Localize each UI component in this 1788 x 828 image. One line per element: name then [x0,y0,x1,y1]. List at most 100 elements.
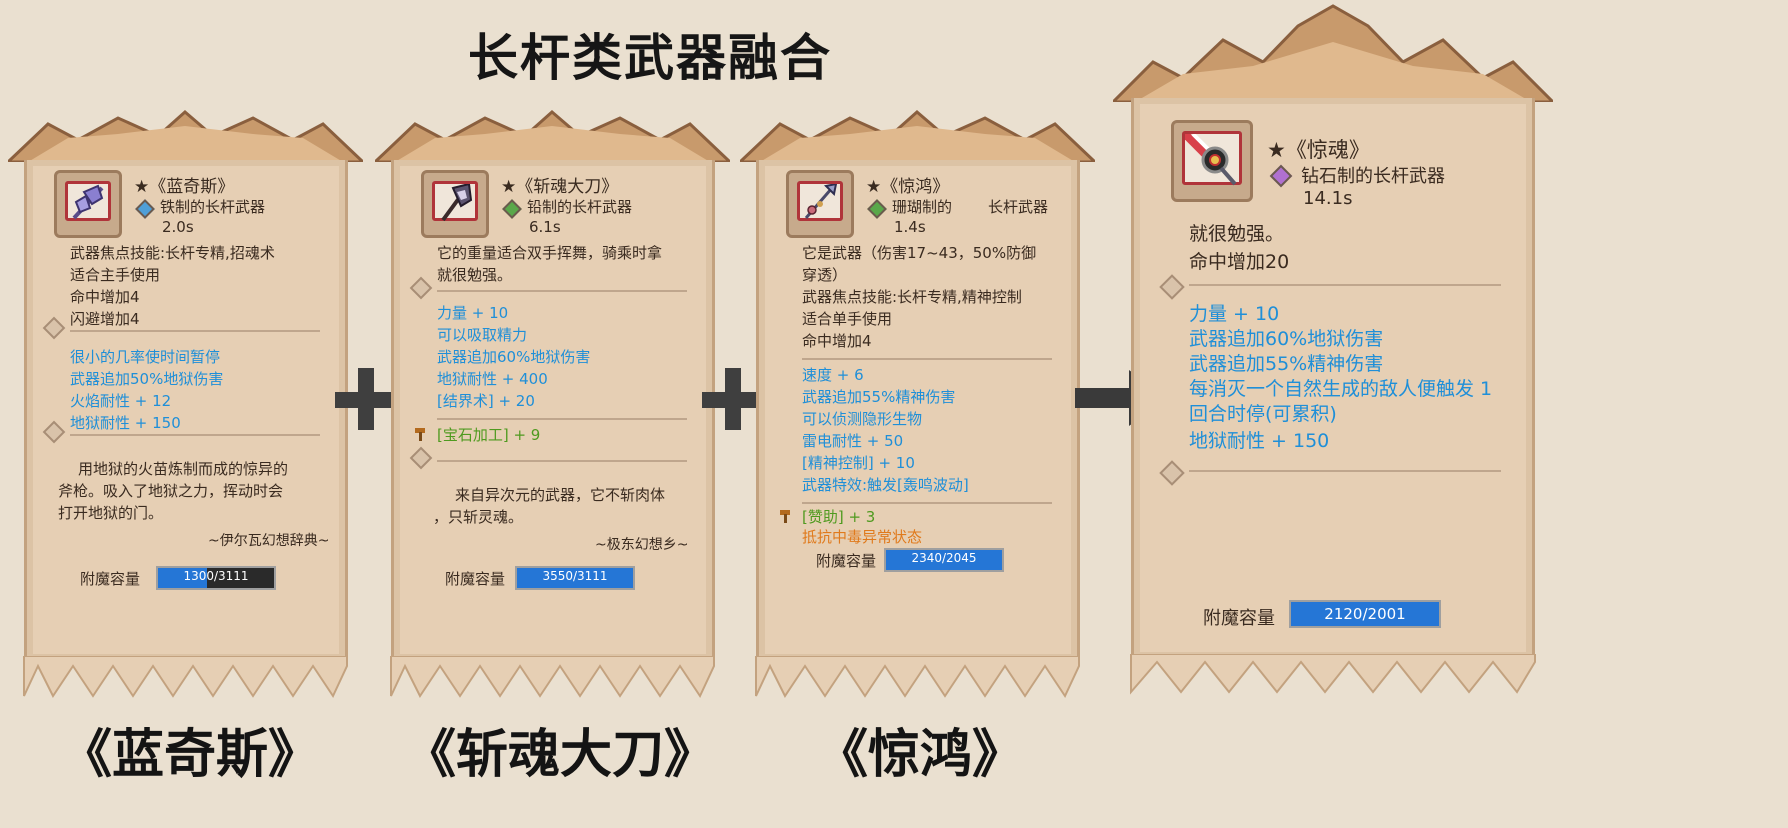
stat-line: 武器特效:触发[轰鸣波动] [802,476,969,494]
capacity-bar: 2120/2001 [1289,600,1441,628]
item-card-zhanhun: ★《斩魂大刀》 铅制的长杆武器 6.1s 它的重量适合双手挥舞，骑乘时拿 就很勉… [375,110,730,700]
halberd-icon [72,184,104,220]
capacity-fill [1291,602,1439,626]
caption-zhanhun: 《斩魂大刀》 [403,725,716,785]
item-card-jinghong: ★《惊鸿》 珊瑚制的 长杆武器 1.4s 它是武器（伤害17~43，50%防御 … [740,110,1095,700]
stat-line: [结界术] + 20 [437,392,535,410]
card-roof [1113,4,1553,102]
flavor-text: 来自异次元的武器，它不斩肉体 [455,486,666,504]
item-speed: 2.0s [162,218,194,236]
page-title: 长杆类武器融合 [468,29,832,87]
flavor-text: 打开地狱的门。 [58,504,164,522]
resist-line: 抵抗中毒异常状态 [802,528,923,546]
capacity-fill [517,568,633,588]
divider [1189,284,1501,286]
divider [70,330,320,332]
card-roof [8,110,363,162]
desc-line: 穿透） [802,266,848,284]
capacity-label: 附魔容量 [816,552,877,570]
item-speed: 1.4s [894,218,926,236]
item-icon-frame[interactable] [786,170,854,238]
divider [437,418,687,420]
capacity-label: 附魔容量 [80,570,141,588]
item-card-lanqisi: ★《蓝奇斯》 铁制的长杆武器 2.0s 武器焦点技能:长杆专精,招魂术 适合主手… [8,110,363,700]
enchant-line: [赞助] + 3 [802,508,876,526]
spear-icon [804,182,838,219]
capacity-fill [886,550,1002,570]
great-blade-icon [441,182,473,222]
divider [1189,470,1501,472]
desc-line: 闪避增加4 [70,310,140,328]
flavor-source: ~极东幻想乡~ [595,537,689,553]
item-name: ★《惊魂》 [1267,138,1370,162]
item-name: ★《斩魂大刀》 [501,177,619,197]
card-bottom-fringe [755,656,1080,699]
flavor-source: ~伊尔瓦幻想辞典~ [208,533,330,549]
stat-line: 雷电耐性 + 50 [802,432,904,450]
capacity-value: 3550/3111 [542,569,608,583]
stat-line: 武器追加55%精神伤害 [802,388,956,406]
desc-line: 命中增加20 [1189,251,1290,273]
hammer-icon [778,508,794,524]
flavor-text: ，只斩灵魂。 [433,508,524,526]
item-material-type: 长杆武器 [988,198,1049,216]
item-icon-frame[interactable] [1171,120,1253,202]
capacity-fill [158,568,207,588]
stat-line: [精神控制] + 10 [802,454,915,472]
caption-jinghong: 《惊鸿》 [815,725,1024,785]
item-material: 钻石制的长杆武器 [1301,166,1445,187]
caption-lanqisi: 《蓝奇斯》 [59,725,320,785]
capacity-value: 2340/2045 [911,551,977,565]
item-material: 铁制的长杆武器 [160,198,266,216]
desc-line: 就很勉强。 [1189,223,1285,245]
desc-line: 适合单手使用 [802,310,893,328]
item-speed: 6.1s [529,218,561,236]
stat-line: 力量 + 10 [437,304,509,322]
stat-line: 武器追加55%精神伤害 [1189,353,1384,375]
item-speed: 14.1s [1303,188,1353,209]
stat-line: 地狱耐性 + 150 [1189,430,1330,452]
desc-line: 命中增加4 [70,288,140,306]
card-roof [375,110,730,162]
item-icon-frame[interactable] [421,170,489,238]
divider [802,502,1052,504]
card-bottom-fringe [1130,654,1536,695]
stat-line: 武器追加60%地狱伤害 [437,348,591,366]
stat-line: 可以侦测隐形生物 [802,410,923,428]
stat-line: 地狱耐性 + 400 [437,370,548,388]
stat-line: 很小的几率使时间暂停 [70,348,221,366]
divider [437,290,687,292]
desc-line: 适合主手使用 [70,266,161,284]
item-material: 珊瑚制的 [892,198,953,216]
item-material: 铅制的长杆武器 [527,198,633,216]
item-icon-frame[interactable] [54,170,122,238]
stat-line: 每消灭一个自然生成的敌人便触发 1 [1189,378,1493,400]
desc-line: 它是武器（伤害17~43，50%防御 [802,244,1037,262]
stat-line: 武器追加50%地狱伤害 [70,370,224,388]
desc-line: 武器焦点技能:长杆专精,精神控制 [802,288,1022,306]
capacity-label: 附魔容量 [1203,608,1275,629]
item-name: ★《惊鸿》 [866,177,950,197]
flavor-text: 斧枪。吸入了地狱之力，挥动时会 [58,482,284,500]
capacity-value: 1300/3111 [183,569,249,583]
capacity-bar: 3550/3111 [515,566,635,590]
card-roof [740,110,1095,162]
stat-line: 火焰耐性 + 12 [70,392,172,410]
card-bottom-fringe [390,656,715,699]
stat-line: 力量 + 10 [1189,303,1280,325]
flavor-text: 用地狱的火苗炼制而成的惊异的 [78,460,289,478]
divider [70,434,320,436]
desc-line: 武器焦点技能:长杆专精,招魂术 [70,244,275,262]
capacity-bar: 1300/3111 [156,566,276,590]
desc-line: 命中增加4 [802,332,872,350]
capacity-bar: 2340/2045 [884,548,1004,572]
stat-line: 武器追加60%地狱伤害 [1189,328,1384,350]
desc-line: 它的重量适合双手挥舞，骑乘时拿 [437,244,663,262]
enchant-line: [宝石加工] + 9 [437,426,541,444]
hammer-icon [413,426,429,442]
war-hammer-icon [1182,131,1237,186]
capacity-value: 2120/2001 [1324,605,1406,623]
stat-line: 回合时停(可累积) [1189,403,1337,425]
card-bottom-fringe [23,656,348,699]
divider [802,358,1052,360]
